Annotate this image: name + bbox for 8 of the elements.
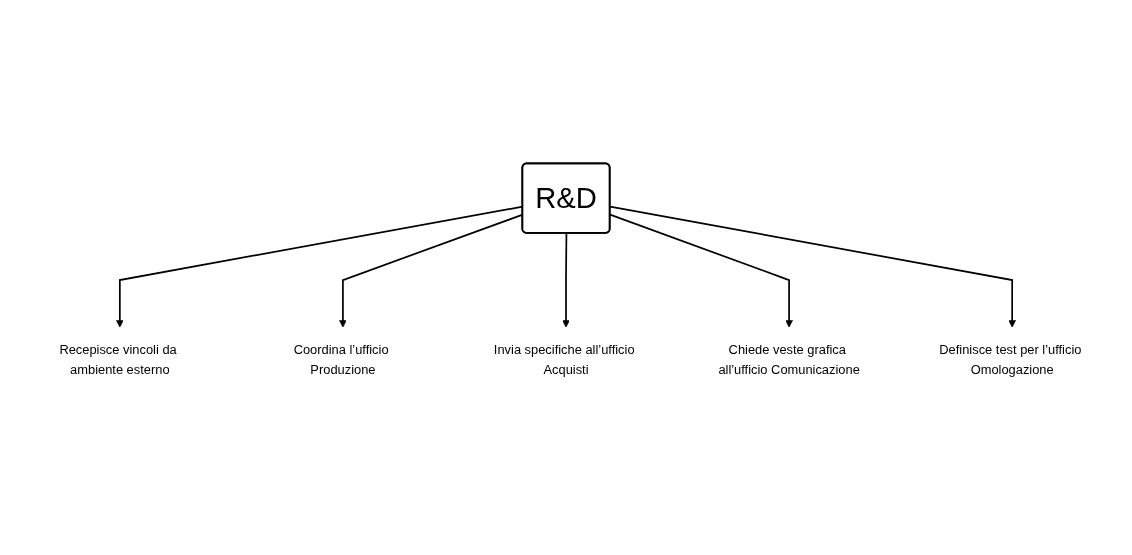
- arrow: [562, 232, 570, 328]
- node-text: Chiede veste grafica all’ufficio Comunicazione: [718, 341, 860, 376]
- arrow: [609, 213, 793, 328]
- node-text: Coordina l’ufficio Produzione: [293, 341, 389, 376]
- node-text: Recepisce vincoli da ambiente esterno: [59, 341, 177, 376]
- node-text: Invia specifiche all’ufficio Acquisti: [493, 341, 635, 376]
- node-text: Definisce test per l’ufficio Omologazione: [939, 341, 1082, 376]
- arrow: [609, 205, 1016, 328]
